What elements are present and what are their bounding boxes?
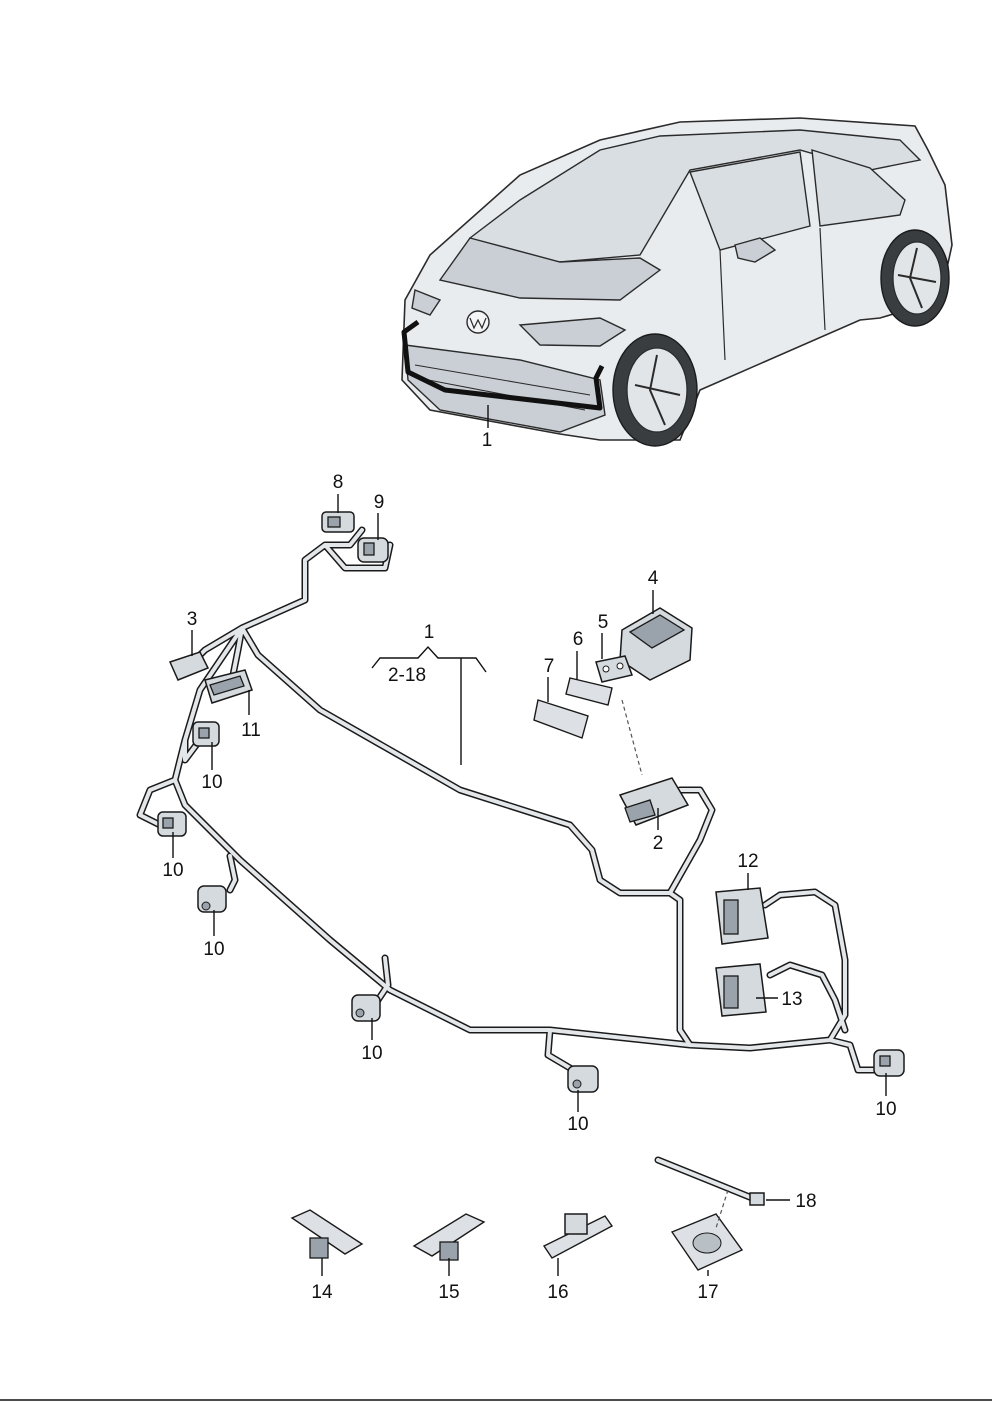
callout-9: 9 <box>374 492 385 513</box>
connector-11 <box>204 669 253 704</box>
sensor-connector-10 <box>192 721 220 747</box>
vehicle-illustration <box>401 117 953 447</box>
sensor-connector-10 <box>873 1049 905 1077</box>
bracket-14 <box>290 1209 364 1259</box>
callout-13: 13 <box>781 989 802 1010</box>
connector-2 <box>618 777 690 826</box>
callout-5: 5 <box>598 612 609 633</box>
assembly-line <box>621 699 643 776</box>
callout-2: 2 <box>653 833 664 854</box>
callout-17: 17 <box>697 1282 718 1303</box>
callout-car: 1 <box>482 430 493 451</box>
connector-13 <box>715 963 767 1017</box>
callout-18: 18 <box>795 1191 816 1212</box>
bracket-15 <box>412 1213 486 1261</box>
callout-10: 10 <box>567 1114 588 1135</box>
connector-12 <box>715 887 769 945</box>
lock-7 <box>533 699 589 739</box>
sensor-connector-10 <box>157 811 187 837</box>
connector-9 <box>357 537 389 563</box>
callout-16: 16 <box>547 1282 568 1303</box>
callout-6: 6 <box>573 629 584 650</box>
housing-4 <box>619 607 693 681</box>
connector-3 <box>168 651 210 681</box>
holder-16 <box>542 1213 614 1259</box>
group-bracket <box>371 645 487 765</box>
lock-6 <box>565 677 613 706</box>
sensor-connector-10 <box>351 994 381 1022</box>
callout-10: 10 <box>162 860 183 881</box>
callout-12: 12 <box>737 851 758 872</box>
callout-3: 3 <box>187 609 198 630</box>
clip-17 <box>670 1213 744 1271</box>
brand-logo-icon <box>466 310 490 334</box>
callout-range: 2-18 <box>388 665 426 686</box>
callout-11: 11 <box>241 720 261 741</box>
callout-4: 4 <box>648 568 659 589</box>
wiring-harness <box>136 526 884 1074</box>
connector-8 <box>321 511 355 533</box>
callout-7: 7 <box>544 656 555 677</box>
callout-8: 8 <box>333 472 344 493</box>
cable-tie-18 <box>654 1156 765 1229</box>
sensor-connector-10 <box>567 1065 599 1093</box>
callout-15: 15 <box>438 1282 459 1303</box>
seal-5 <box>595 655 633 683</box>
callout-group: 1 <box>424 622 435 643</box>
callout-10: 10 <box>201 772 222 793</box>
callout-10: 10 <box>203 939 224 960</box>
callout-10: 10 <box>875 1099 896 1120</box>
callout-10: 10 <box>361 1043 382 1064</box>
sensor-connector-10 <box>197 885 227 913</box>
callout-14: 14 <box>311 1282 333 1303</box>
